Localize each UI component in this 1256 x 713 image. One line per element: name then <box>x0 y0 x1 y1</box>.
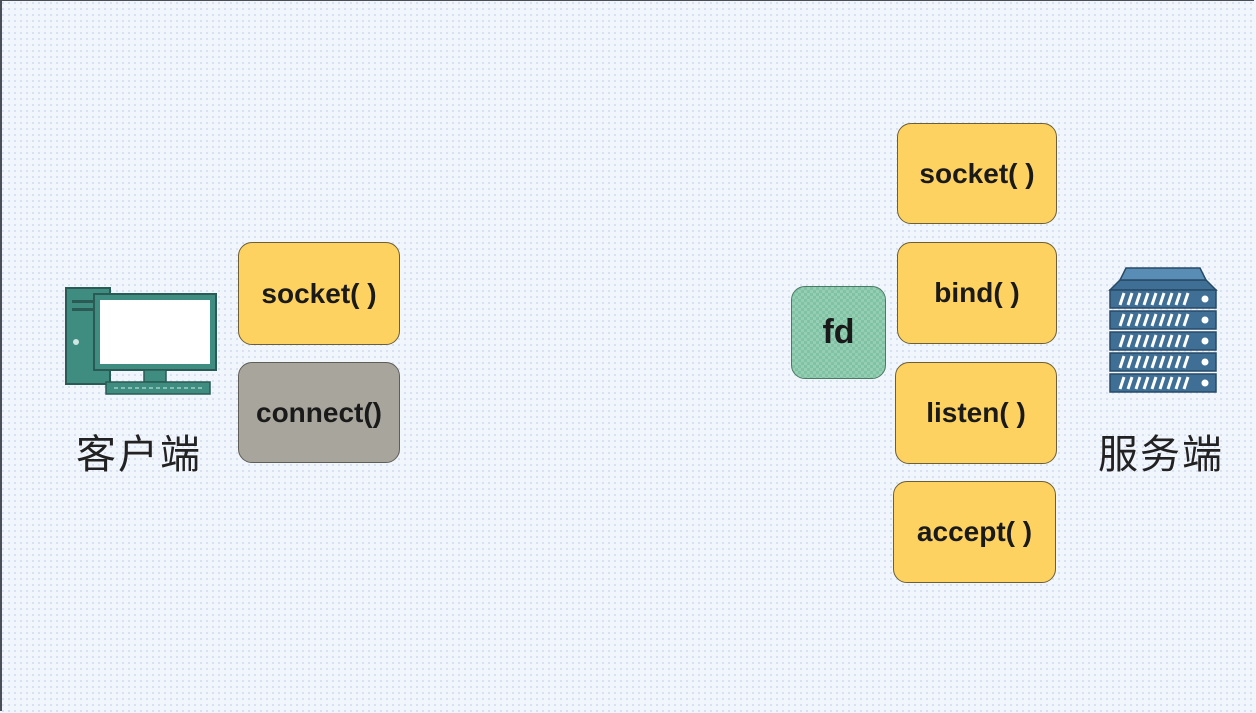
server-bind-box: bind( ) <box>897 242 1057 344</box>
desktop-computer-icon <box>65 287 217 395</box>
server-accept-box: accept( ) <box>893 481 1056 583</box>
client-socket-box: socket( ) <box>238 242 400 345</box>
fd-box: fd <box>791 286 886 379</box>
server-rack-icon <box>1108 267 1218 393</box>
client-label: 客户端 <box>76 432 202 478</box>
server-label: 服务端 <box>1098 432 1224 478</box>
server-socket-box: socket( ) <box>897 123 1057 224</box>
server-listen-box: listen( ) <box>895 362 1057 464</box>
client-connect-box: connect() <box>238 362 400 463</box>
